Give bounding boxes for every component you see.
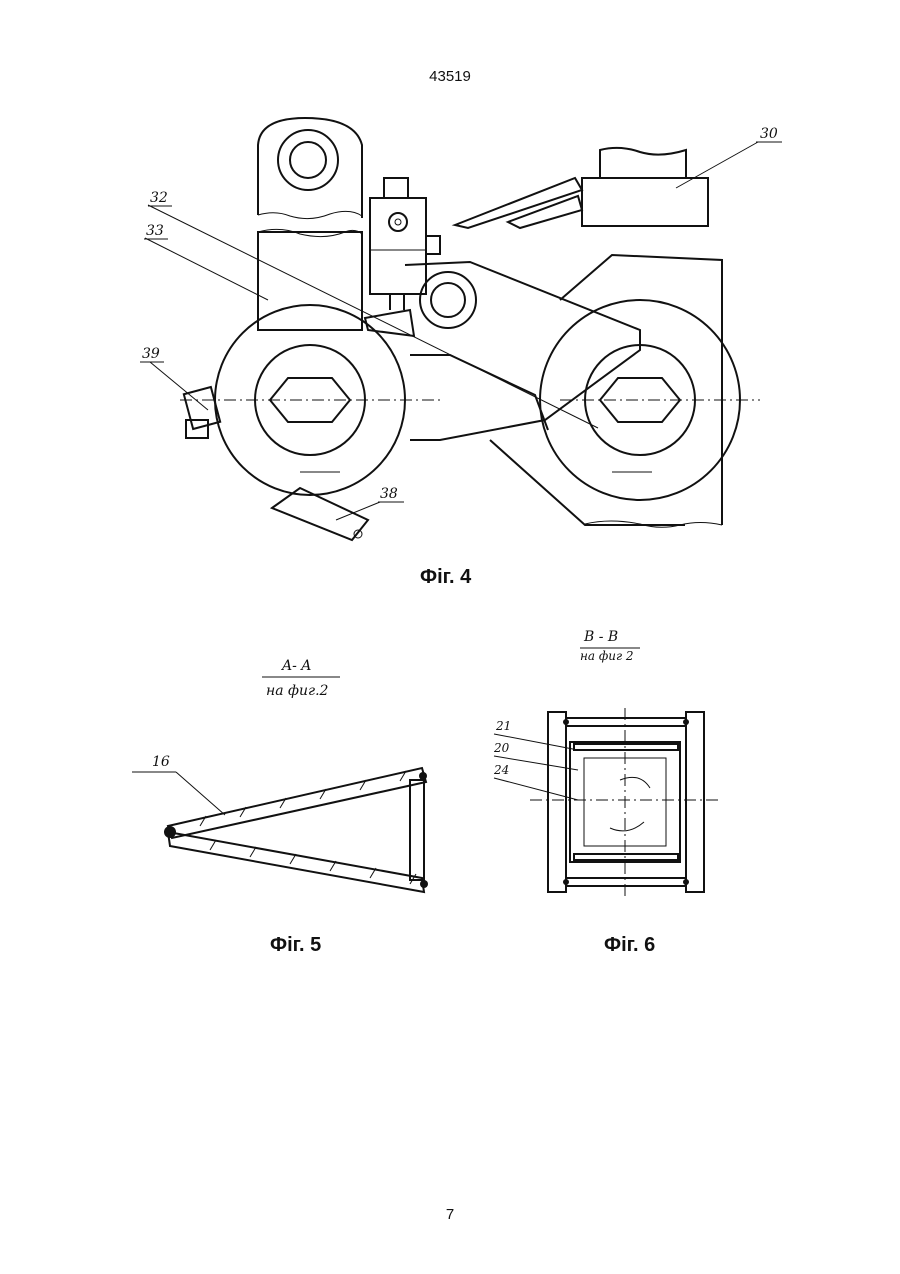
label-33: 33: [146, 223, 164, 239]
bracket-ring-outer: [278, 130, 338, 190]
label-30: 30: [760, 126, 778, 142]
label-38: 38: [380, 486, 398, 502]
knife-holder: [582, 178, 708, 226]
small-roller: [420, 272, 476, 328]
figure-5-caption: Фіг. 5: [270, 934, 321, 957]
figure-6-caption: Фіг. 6: [604, 934, 655, 957]
vertical-plate: [258, 232, 362, 330]
knife-blade: [455, 178, 582, 228]
figure-4-caption: Фіг. 4: [420, 566, 471, 589]
page-number: 7: [0, 1206, 900, 1223]
left-wheel-outer: [215, 305, 405, 495]
bracket-ring-inner: [290, 142, 326, 178]
label-32: 32: [150, 190, 168, 206]
upper-bracket: [258, 118, 362, 218]
strut-38: [272, 488, 368, 540]
link-body: [405, 262, 640, 440]
label-39: 39: [142, 346, 160, 362]
